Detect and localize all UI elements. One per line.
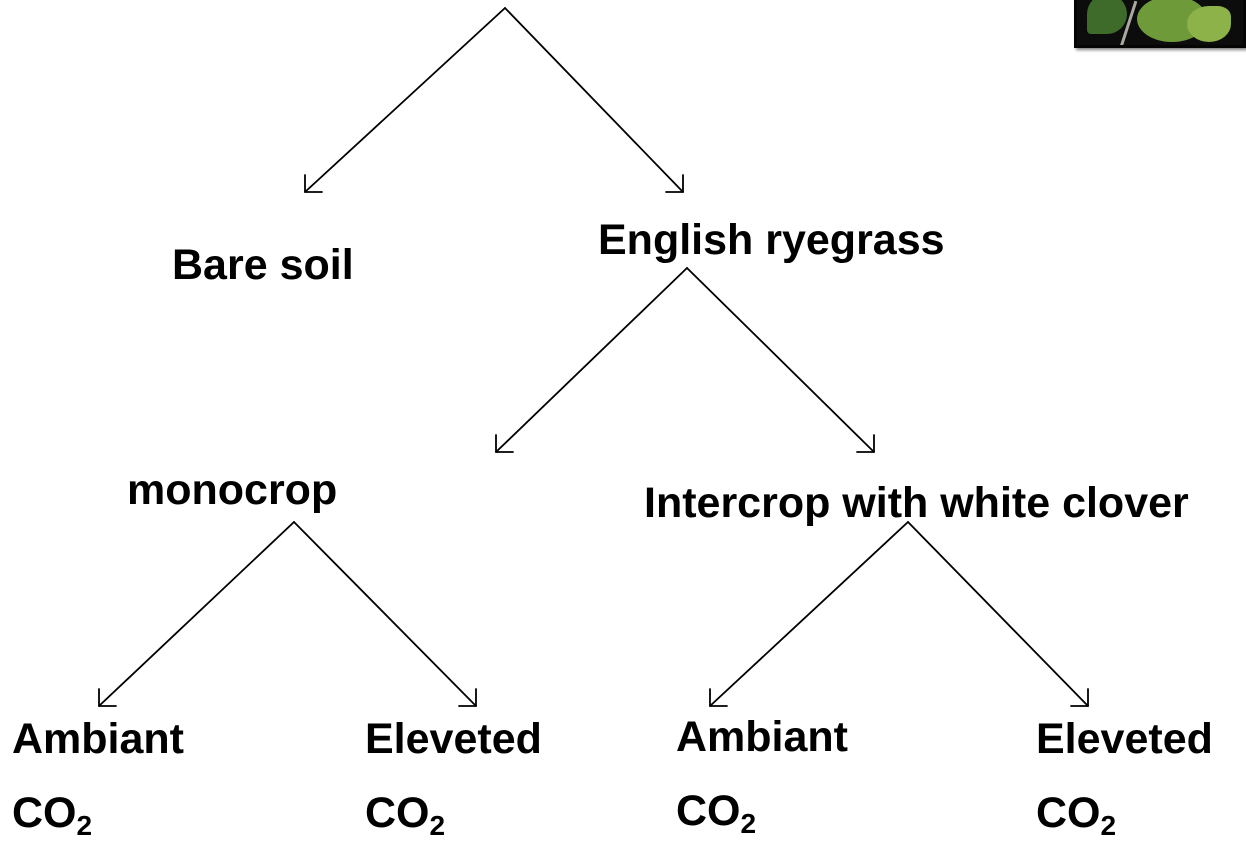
node-co2-monocrop-ambient: CO2 (12, 789, 92, 840)
co2-text: CO (365, 789, 430, 837)
node-co2-intercrop-ambient: CO2 (676, 787, 756, 838)
co2-subscript: 2 (76, 810, 93, 841)
co2-text: CO (676, 787, 741, 835)
node-ambient-co2-label-intercrop: Ambiant (676, 713, 848, 761)
node-co2-monocrop-elevated: CO2 (365, 789, 445, 840)
node-english-ryegrass: English ryegrass (598, 216, 945, 264)
co2-text: CO (1036, 789, 1101, 837)
co2-subscript: 2 (1100, 810, 1117, 841)
arrow-ryegrass-to-monocrop (495, 267, 688, 453)
arrow-intercrop-to-elevated (907, 521, 1089, 707)
co2-subscript: 2 (429, 810, 446, 841)
arrow-intercrop-to-ambient (709, 521, 909, 707)
node-co2-intercrop-elevated: CO2 (1036, 789, 1116, 840)
node-intercrop: Intercrop with white clover (644, 479, 1189, 527)
node-bare-soil: Bare soil (172, 241, 354, 289)
node-elevated-co2-label-intercrop: Eleveted (1036, 715, 1213, 763)
co2-text: CO (12, 789, 77, 837)
node-monocrop: monocrop (127, 466, 338, 514)
arrow-ryegrass-to-intercrop (686, 267, 875, 453)
arrow-monocrop-to-elevated (293, 521, 477, 707)
co2-subscript: 2 (740, 808, 757, 839)
arrow-top-to-english-ryegrass (504, 7, 684, 193)
node-ambient-co2-label-monocrop: Ambiant (12, 715, 184, 763)
arrow-top-to-bare-soil (304, 7, 506, 193)
plant-photo-thumbnail (1074, 0, 1246, 48)
node-elevated-co2-label-monocrop: Eleveted (365, 715, 542, 763)
arrow-monocrop-to-ambient (98, 521, 295, 707)
